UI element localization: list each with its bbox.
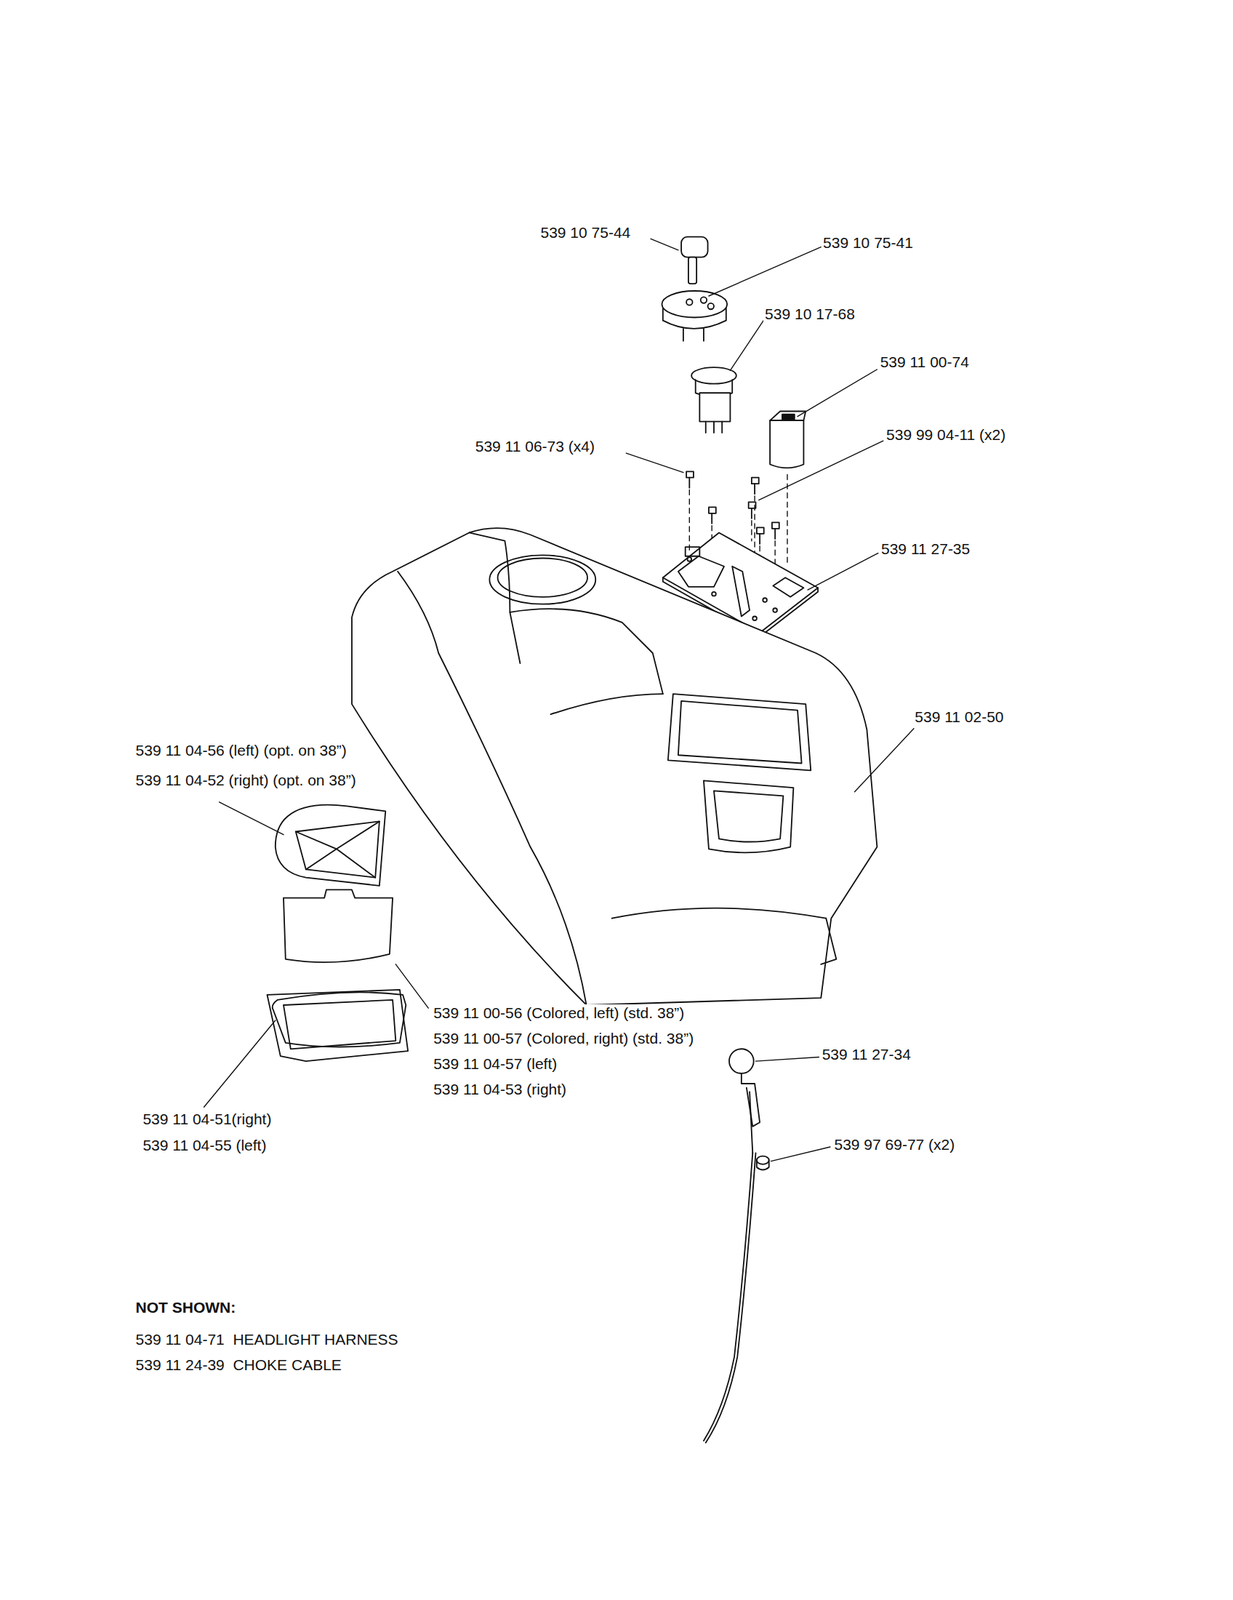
pto-switch	[691, 367, 737, 433]
part-number: 539 11 04-52 (right) (opt. on 38”)	[134, 771, 358, 789]
part-number: 539 11 00-74	[878, 353, 971, 371]
part-number: 539 11 04-51(right)	[141, 1110, 273, 1128]
part-number: 539 11 00-56 (Colored, left) (std. 38”)	[431, 1003, 686, 1022]
part-number: 539 11 04-53 (right)	[431, 1080, 568, 1098]
part-number: 539 11 04-56 (left) (opt. on 38”)	[134, 741, 349, 759]
part-number: 539 99 04-11 (x2)	[884, 426, 1007, 444]
part-number: 539 11 27-34	[820, 1045, 913, 1063]
hood	[351, 527, 877, 1005]
headlight-lens	[283, 889, 393, 962]
part-number: 539 11 04-55 (left)	[141, 1136, 268, 1154]
headlight-housing	[275, 804, 387, 886]
headlight-bezel	[267, 989, 409, 1061]
part-number: 539 11 00-57 (Colored, right) (std. 38”)	[431, 1029, 696, 1047]
part-number: 539 11 04-71 HEADLIGHT HARNESS	[134, 1330, 400, 1348]
part-number: 539 10 75-41	[821, 234, 915, 252]
note-heading: NOT SHOWN:	[134, 1298, 238, 1316]
part-number: 539 11 27-35	[879, 540, 972, 558]
part-number: 539 11 24-39 CHOKE CABLE	[134, 1355, 344, 1374]
part-number: 539 11 02-50	[913, 708, 1005, 726]
screws	[686, 471, 780, 544]
nut	[756, 1155, 770, 1170]
part-number: 539 10 75-44	[538, 223, 632, 242]
part-number: 539 10 17-68	[763, 305, 857, 323]
choke-control	[703, 1048, 760, 1442]
part-number: 539 11 06-73 (x4)	[474, 437, 597, 456]
leader-lines	[204, 238, 914, 1161]
key	[681, 237, 708, 258]
part-number: 539 97 69-77 (x2)	[833, 1135, 957, 1154]
part-number: 539 11 04-57 (left)	[431, 1054, 559, 1073]
ignition-switch	[661, 290, 728, 341]
relay-box	[769, 411, 806, 469]
